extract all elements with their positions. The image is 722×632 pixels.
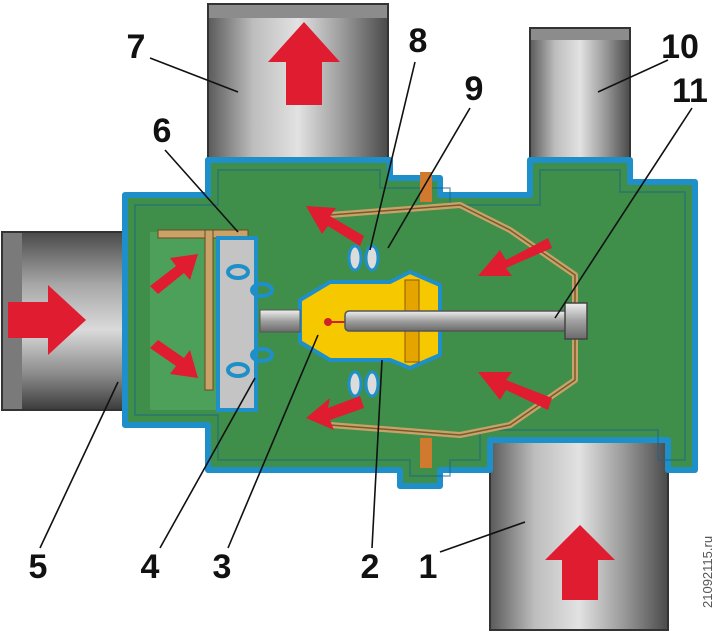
callout-8: 8 [409,22,428,60]
flow-arrow-diag-1 [150,254,198,294]
main-valve-6 [157,229,258,412]
leader-3 [227,334,319,549]
leader-11 [554,107,693,319]
leader-1 [439,521,526,553]
leader-10 [597,59,669,93]
piston-rod-11 [259,302,588,340]
callout-10: 10 [661,28,699,66]
leader-4 [159,377,256,549]
flow-arrow-diag-4 [306,396,364,430]
callout-3: 3 [213,548,232,586]
flow-arrow-diag-2 [150,340,198,378]
flow-arrow-diag-3 [306,206,364,246]
flow-arrows [8,22,615,600]
spring-4 [226,264,274,378]
callout-labels: 1 2 3 4 5 6 7 8 9 10 11 [29,22,708,586]
leader-5 [39,381,119,549]
leader-lines [39,57,693,553]
flow-arrow-up-bottom [545,525,615,600]
leader-2 [371,359,383,549]
leader-8 [369,61,416,251]
leader-7 [149,57,239,93]
callout-5: 5 [29,548,48,586]
pipe-10 [529,27,631,177]
flow-arrow-right-inlet [8,285,86,355]
callout-11: 11 [672,72,708,110]
flow-arrow-diag-6 [478,372,552,410]
callout-2: 2 [361,548,380,586]
callout-9: 9 [465,70,484,108]
callout-1: 1 [419,548,438,586]
flow-arrow-diag-5 [478,238,552,276]
leader-6 [164,149,239,233]
spring-8 [347,244,380,398]
flow-arrow-up-outlet [268,22,340,105]
leader-9 [387,107,471,249]
watermark: 21092115.ru [700,536,715,608]
callout-7: 7 [127,28,146,66]
callout-4: 4 [141,548,160,586]
callout-6: 6 [153,112,172,150]
